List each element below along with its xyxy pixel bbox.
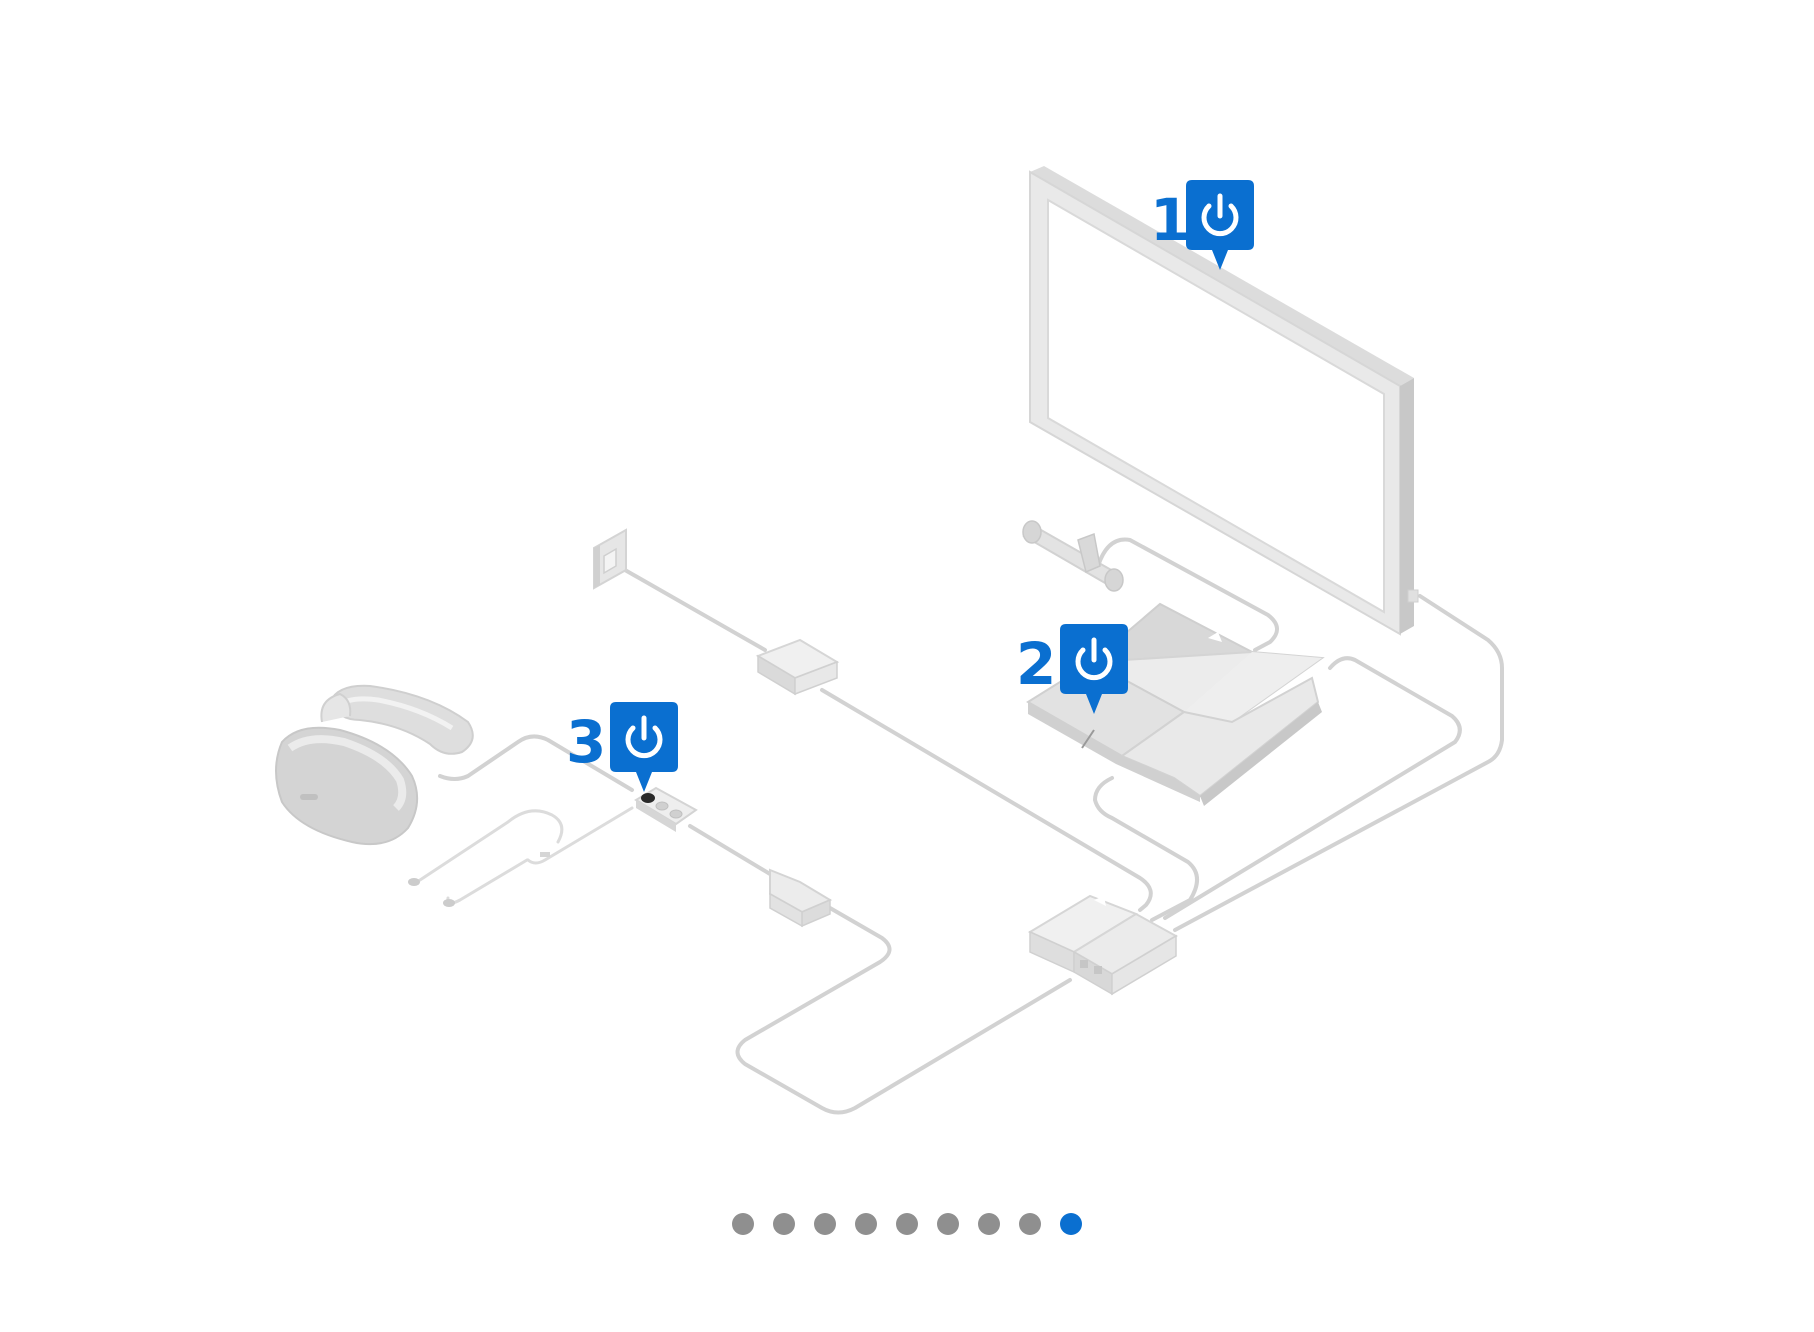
carousel-pagination: [0, 1213, 1814, 1237]
step-1-number: 1: [1150, 186, 1190, 254]
ps-camera: [1023, 521, 1123, 591]
vr-headset: [276, 686, 473, 844]
power-cable-wall-to-adapter: [618, 566, 765, 650]
pagination-dot-3[interactable]: [814, 1213, 836, 1235]
step-2-number: 2: [1016, 630, 1056, 698]
step-3-marker: 3: [566, 702, 678, 792]
pagination-dot-9[interactable]: [1060, 1213, 1082, 1235]
ac-adapter: [758, 640, 837, 694]
pagination-dot-6[interactable]: [937, 1213, 959, 1235]
cable-connector: [770, 870, 830, 926]
ps4-usb-cable: [1095, 778, 1197, 920]
pagination-dot-1[interactable]: [732, 1213, 754, 1235]
cables: [420, 540, 1502, 1113]
vr-cable-segment: [690, 826, 780, 880]
headphone-cable: [420, 808, 632, 903]
pagination-dot-7[interactable]: [978, 1213, 1000, 1235]
pagination-dot-8[interactable]: [1019, 1213, 1041, 1235]
vr-connection-cable: [738, 908, 1071, 1113]
vr-inline-remote: [636, 788, 696, 832]
pagination-dot-2[interactable]: [773, 1213, 795, 1235]
pagination-dot-5[interactable]: [896, 1213, 918, 1235]
processor-unit: [1030, 896, 1176, 994]
step-3-number: 3: [566, 708, 606, 776]
pagination-dot-4[interactable]: [855, 1213, 877, 1235]
wall-outlet: [594, 530, 626, 588]
power-icon: [610, 702, 678, 792]
